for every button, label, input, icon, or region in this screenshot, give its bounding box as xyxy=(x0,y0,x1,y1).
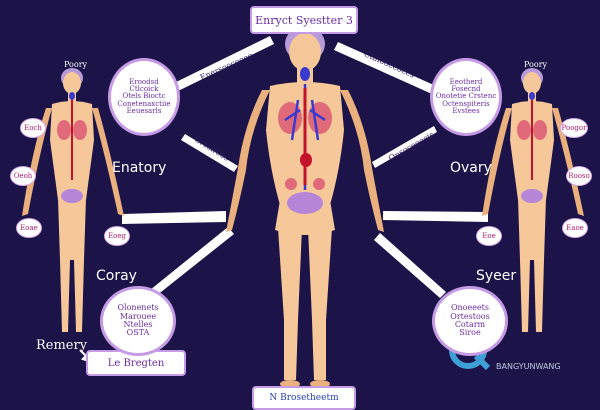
arrow-mid-right xyxy=(372,126,437,168)
bottom-left-ellipse-text: Olonenets Marouee Ntelles OSTA xyxy=(117,303,159,338)
oval-left-3: Eoae xyxy=(16,218,42,238)
oval-left-3-text: Eoae xyxy=(20,224,38,232)
top-right-ellipse: Eeotherd Fosecnd Onotetie Crstenc Octens… xyxy=(430,58,502,136)
right-arm-l xyxy=(482,108,512,216)
arrow-mid-left xyxy=(181,134,238,172)
left-lung-l xyxy=(57,120,71,140)
oval-right-1: Poogor xyxy=(560,118,588,138)
right-name-label: Poory xyxy=(524,60,548,69)
top-left-ellipse: Eroodsd Ctlcoick Otels Bioctc Conetenaxc… xyxy=(108,58,180,136)
oval-left-1-text: Eoch xyxy=(24,124,42,132)
bottom-left-ellipse: Olonenets Marouee Ntelles OSTA xyxy=(100,286,176,356)
right-uterus xyxy=(521,189,543,203)
central-body-figure xyxy=(226,26,384,388)
oval-right-1-text: Poogor xyxy=(561,124,587,132)
left-lung-r xyxy=(73,120,87,140)
bottom-title-text: N Brosetheetm xyxy=(269,393,339,403)
title-box: Enryct Syestter 3 xyxy=(250,6,358,34)
coray-label: Coray xyxy=(96,268,137,284)
oval-left-4: Eoeg xyxy=(104,226,130,246)
oval-left-4-text: Eoeg xyxy=(108,232,126,240)
central-right-leg xyxy=(308,228,332,380)
arrow-top-right xyxy=(334,42,436,94)
central-thyroid xyxy=(300,67,310,81)
central-left-leg xyxy=(278,228,302,380)
oval-right-3-text: Eaoe xyxy=(566,224,584,232)
oval-left-2-text: Oeoh xyxy=(13,172,33,180)
central-right-ovary xyxy=(313,178,325,190)
central-left-ovary xyxy=(285,178,297,190)
oval-right-3: Eaoe xyxy=(562,218,588,238)
left-arm-l xyxy=(22,108,52,216)
bottom-right-ellipse-text: Onoeeets Ortestoos Cotarm Siroe xyxy=(450,303,490,338)
arrow-left-horizontal xyxy=(122,211,226,224)
ovary-label: Ovary xyxy=(450,160,492,176)
right-arm-r xyxy=(552,108,584,216)
central-heart xyxy=(300,153,312,167)
arrow-lower-left xyxy=(150,227,234,296)
right-body-figure xyxy=(482,68,584,332)
oval-right-2-text: Rooso xyxy=(568,172,590,180)
arrow-top-left xyxy=(172,36,274,92)
right-lung-r xyxy=(533,120,547,140)
right-legs xyxy=(518,198,546,332)
watermark-text: BANGYUNWANG xyxy=(496,362,561,371)
top-left-ellipse-text: Eroodsd Ctlcoick Otels Bioctc Conetenaxc… xyxy=(117,77,171,116)
left-thyroid xyxy=(69,92,75,100)
oval-right-2: Rooso xyxy=(566,166,592,186)
enatory-label: Enatory xyxy=(112,160,167,176)
oval-left-1: Eoch xyxy=(20,118,46,138)
central-left-arm xyxy=(226,90,270,232)
title-text: Enryct Syestter 3 xyxy=(255,13,353,27)
bottom-right-ellipse: Onoeeets Ortestoos Cotarm Siroe xyxy=(432,286,508,356)
left-bottom-box-text: Le Bregten xyxy=(107,357,165,369)
left-body-figure xyxy=(22,68,124,332)
remery-label: Remery xyxy=(36,338,88,353)
syeer-label: Syeer xyxy=(476,268,517,284)
right-thyroid xyxy=(529,92,535,100)
watermark-logo-tail xyxy=(473,353,491,371)
left-arm-r xyxy=(92,108,124,216)
left-uterus xyxy=(61,189,83,203)
left-legs xyxy=(58,198,86,332)
left-head xyxy=(63,72,81,94)
oval-left-2: Oeoh xyxy=(10,166,36,186)
central-right-arm xyxy=(340,90,384,232)
arrow-lower-right xyxy=(374,233,446,298)
diagram-canvas xyxy=(22,26,584,388)
central-head xyxy=(289,33,321,71)
left-name-label: Poory xyxy=(64,60,88,69)
bottom-title-box: N Brosetheetm xyxy=(252,386,356,410)
right-head xyxy=(523,72,541,94)
central-uterus xyxy=(287,192,323,214)
oval-right-4: Eoe xyxy=(476,226,502,246)
arrow-right-horizontal xyxy=(383,211,488,222)
right-lung-l xyxy=(517,120,531,140)
connector-arrows xyxy=(79,36,488,364)
oval-right-4-text: Eoe xyxy=(482,232,496,240)
top-right-ellipse-text: Eeotherd Fosecnd Onotetie Crstenc Octens… xyxy=(435,77,497,116)
